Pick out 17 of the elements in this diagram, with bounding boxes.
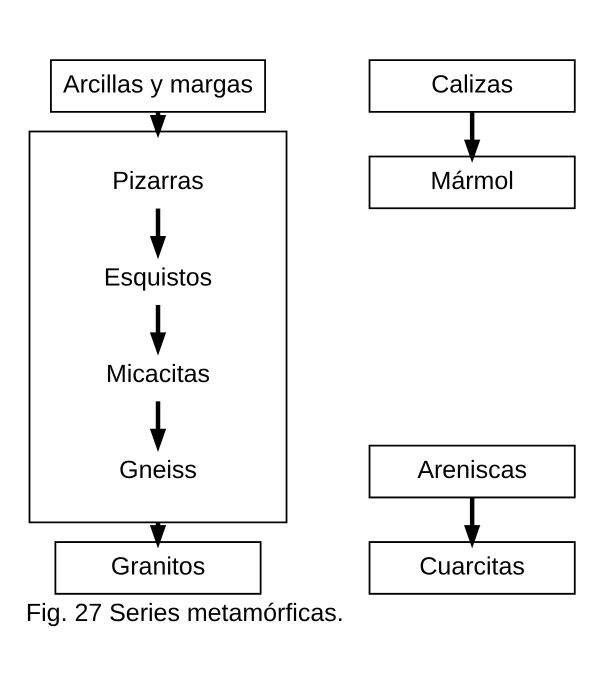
cluster (28, 130, 288, 524)
node-box: Calizas (368, 59, 576, 113)
node-box: Granitos (54, 541, 262, 595)
node-text: Pizarras (112, 167, 204, 196)
arrow (150, 304, 166, 356)
node-box: Mármol (368, 156, 576, 210)
arrow (150, 401, 166, 452)
arrow (150, 208, 166, 260)
node-text: Micacitas (106, 360, 210, 388)
node-box: Cuarcitas (368, 541, 576, 595)
node-box: Arcillas y margas (50, 59, 266, 113)
arrow (464, 498, 480, 548)
arrow (464, 112, 480, 163)
node-text: Esquistos (104, 263, 212, 292)
caption: Fig. 27 Series metamórficas. (26, 598, 344, 627)
node-box: Areniscas (368, 444, 576, 498)
node-text: Gneiss (119, 456, 197, 484)
